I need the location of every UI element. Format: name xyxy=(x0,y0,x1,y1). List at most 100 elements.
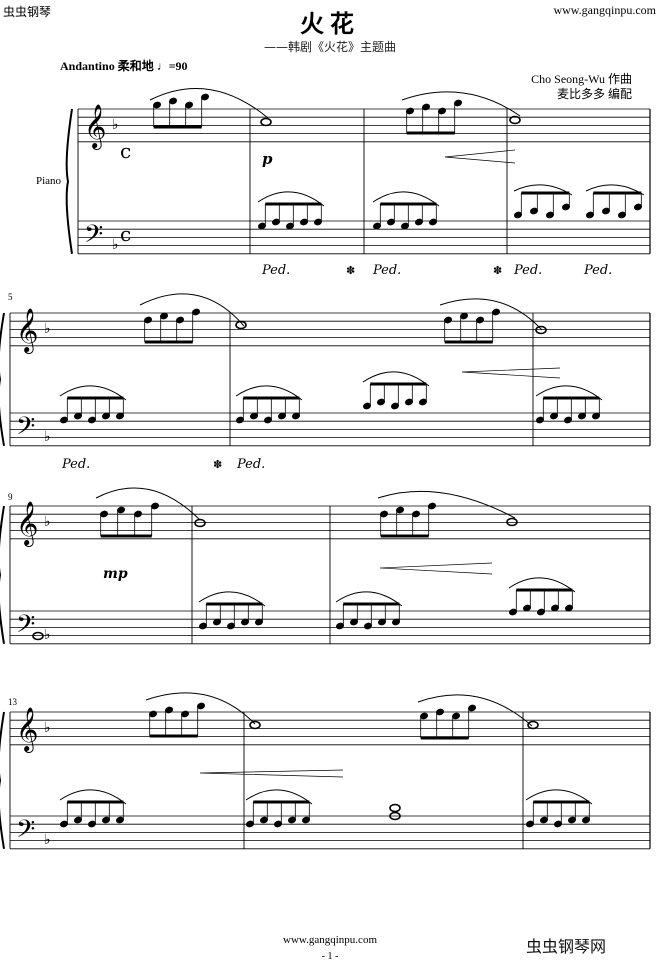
beam xyxy=(67,800,124,804)
slur xyxy=(508,577,576,593)
beam xyxy=(533,800,590,804)
slur xyxy=(245,789,313,805)
beamed-note-group xyxy=(148,702,206,738)
beam xyxy=(265,202,322,206)
beamed-note-group xyxy=(335,591,403,630)
page-number: - 1 - xyxy=(321,951,339,962)
treble-clef-icon: 𝄞 xyxy=(16,501,38,547)
instrument-label: Piano xyxy=(36,175,62,187)
beam xyxy=(144,340,193,344)
beamed-note-group xyxy=(198,591,266,630)
page-title: 火花 xyxy=(300,9,360,38)
beamed-note-group xyxy=(362,371,430,410)
whole-note xyxy=(235,320,247,330)
time-signature-bass: c xyxy=(120,222,131,246)
whole-note xyxy=(389,803,401,813)
beamed-note-group xyxy=(379,502,437,538)
beamed-note-group xyxy=(59,385,127,424)
page-subtitle: ——韩剧《火花》主题曲 xyxy=(263,40,396,54)
beamed-note-group xyxy=(508,577,576,616)
pedal-mark: Ped. xyxy=(61,457,90,472)
watermark-text: 虫虫钢琴网 xyxy=(526,937,606,956)
watermark-logo: 虫虫钢琴网 xyxy=(506,930,656,960)
slur xyxy=(362,371,430,387)
beamed-note-group xyxy=(235,385,303,424)
bass-clef-icon: 𝄢 xyxy=(16,815,35,850)
pedal-mark: Ped. xyxy=(513,263,542,278)
slur xyxy=(59,385,127,401)
flat-icon: ♭ xyxy=(44,321,51,337)
pedal-mark: Ped. xyxy=(261,263,290,278)
brace-icon xyxy=(0,312,5,446)
beamed-note-group xyxy=(525,789,593,828)
bass-clef-icon: 𝄢 xyxy=(16,412,35,447)
beam xyxy=(206,602,263,606)
flat-icon: ♭ xyxy=(44,832,51,848)
quarter-note-icon: ♩ xyxy=(156,59,169,73)
flat-icon: ♭ xyxy=(112,117,119,133)
slur xyxy=(585,184,645,196)
whole-note xyxy=(260,117,272,127)
brace-icon xyxy=(0,711,5,849)
decrescendo-hairpin xyxy=(444,149,516,164)
footer-url[interactable]: www.gangqinpu.com xyxy=(283,934,377,946)
slur xyxy=(149,88,269,119)
slur xyxy=(439,298,543,331)
measure-number-9: 9 xyxy=(8,492,13,502)
whole-note xyxy=(535,325,547,335)
treble-clef-icon: 𝄞 xyxy=(16,308,38,354)
measure-number-13: 13 xyxy=(8,697,18,707)
site-name-left: 虫虫钢琴 xyxy=(3,5,52,19)
beamed-note-group xyxy=(405,99,463,135)
slur xyxy=(139,293,245,327)
beamed-note-group xyxy=(99,502,160,538)
beam xyxy=(516,588,573,592)
beam xyxy=(343,602,400,606)
slur xyxy=(198,591,266,607)
beam xyxy=(243,396,300,400)
pedal-release-mark: ✽ xyxy=(213,458,222,471)
beam xyxy=(67,396,124,400)
pedal-mark: Ped. xyxy=(372,263,401,278)
beam xyxy=(593,191,642,195)
whole-note xyxy=(509,115,521,125)
whole-note xyxy=(249,720,261,730)
treble-clef-icon: 𝄞 xyxy=(16,707,38,753)
slur xyxy=(372,191,440,207)
brace-icon xyxy=(0,505,5,644)
slur xyxy=(145,692,256,725)
bass-clef-icon: 𝄢 xyxy=(84,220,103,255)
slur xyxy=(377,490,516,519)
time-signature-treble: c xyxy=(120,139,131,163)
whole-note xyxy=(194,518,206,528)
beam xyxy=(420,736,469,740)
composer-credit: Cho Seong-Wu 作曲 xyxy=(531,72,632,86)
decrescendo-hairpin xyxy=(461,367,561,379)
beamed-note-group xyxy=(245,789,313,828)
beamed-note-group xyxy=(419,704,477,740)
beam xyxy=(149,734,198,738)
site-url-right[interactable]: www.gangqinpu.com xyxy=(553,3,656,17)
beam xyxy=(253,800,310,804)
slur xyxy=(417,694,533,727)
slur xyxy=(235,385,303,401)
beam xyxy=(153,125,202,129)
tempo-value: =90 xyxy=(168,59,188,73)
beam xyxy=(521,191,570,195)
slur xyxy=(59,789,127,805)
slur xyxy=(535,385,603,401)
flat-icon: ♭ xyxy=(44,720,51,736)
beam xyxy=(370,382,427,386)
slur xyxy=(257,191,325,207)
flat-icon: ♭ xyxy=(112,237,119,253)
beamed-note-group xyxy=(152,93,210,129)
flat-icon: ♭ xyxy=(44,429,51,445)
beamed-note-group xyxy=(535,385,603,424)
whole-note xyxy=(32,631,44,641)
whole-note xyxy=(389,811,401,821)
decrescendo-hairpin xyxy=(199,769,344,778)
beamed-note-group xyxy=(257,191,325,230)
beam xyxy=(100,534,152,538)
flat-icon: ♭ xyxy=(44,627,51,643)
